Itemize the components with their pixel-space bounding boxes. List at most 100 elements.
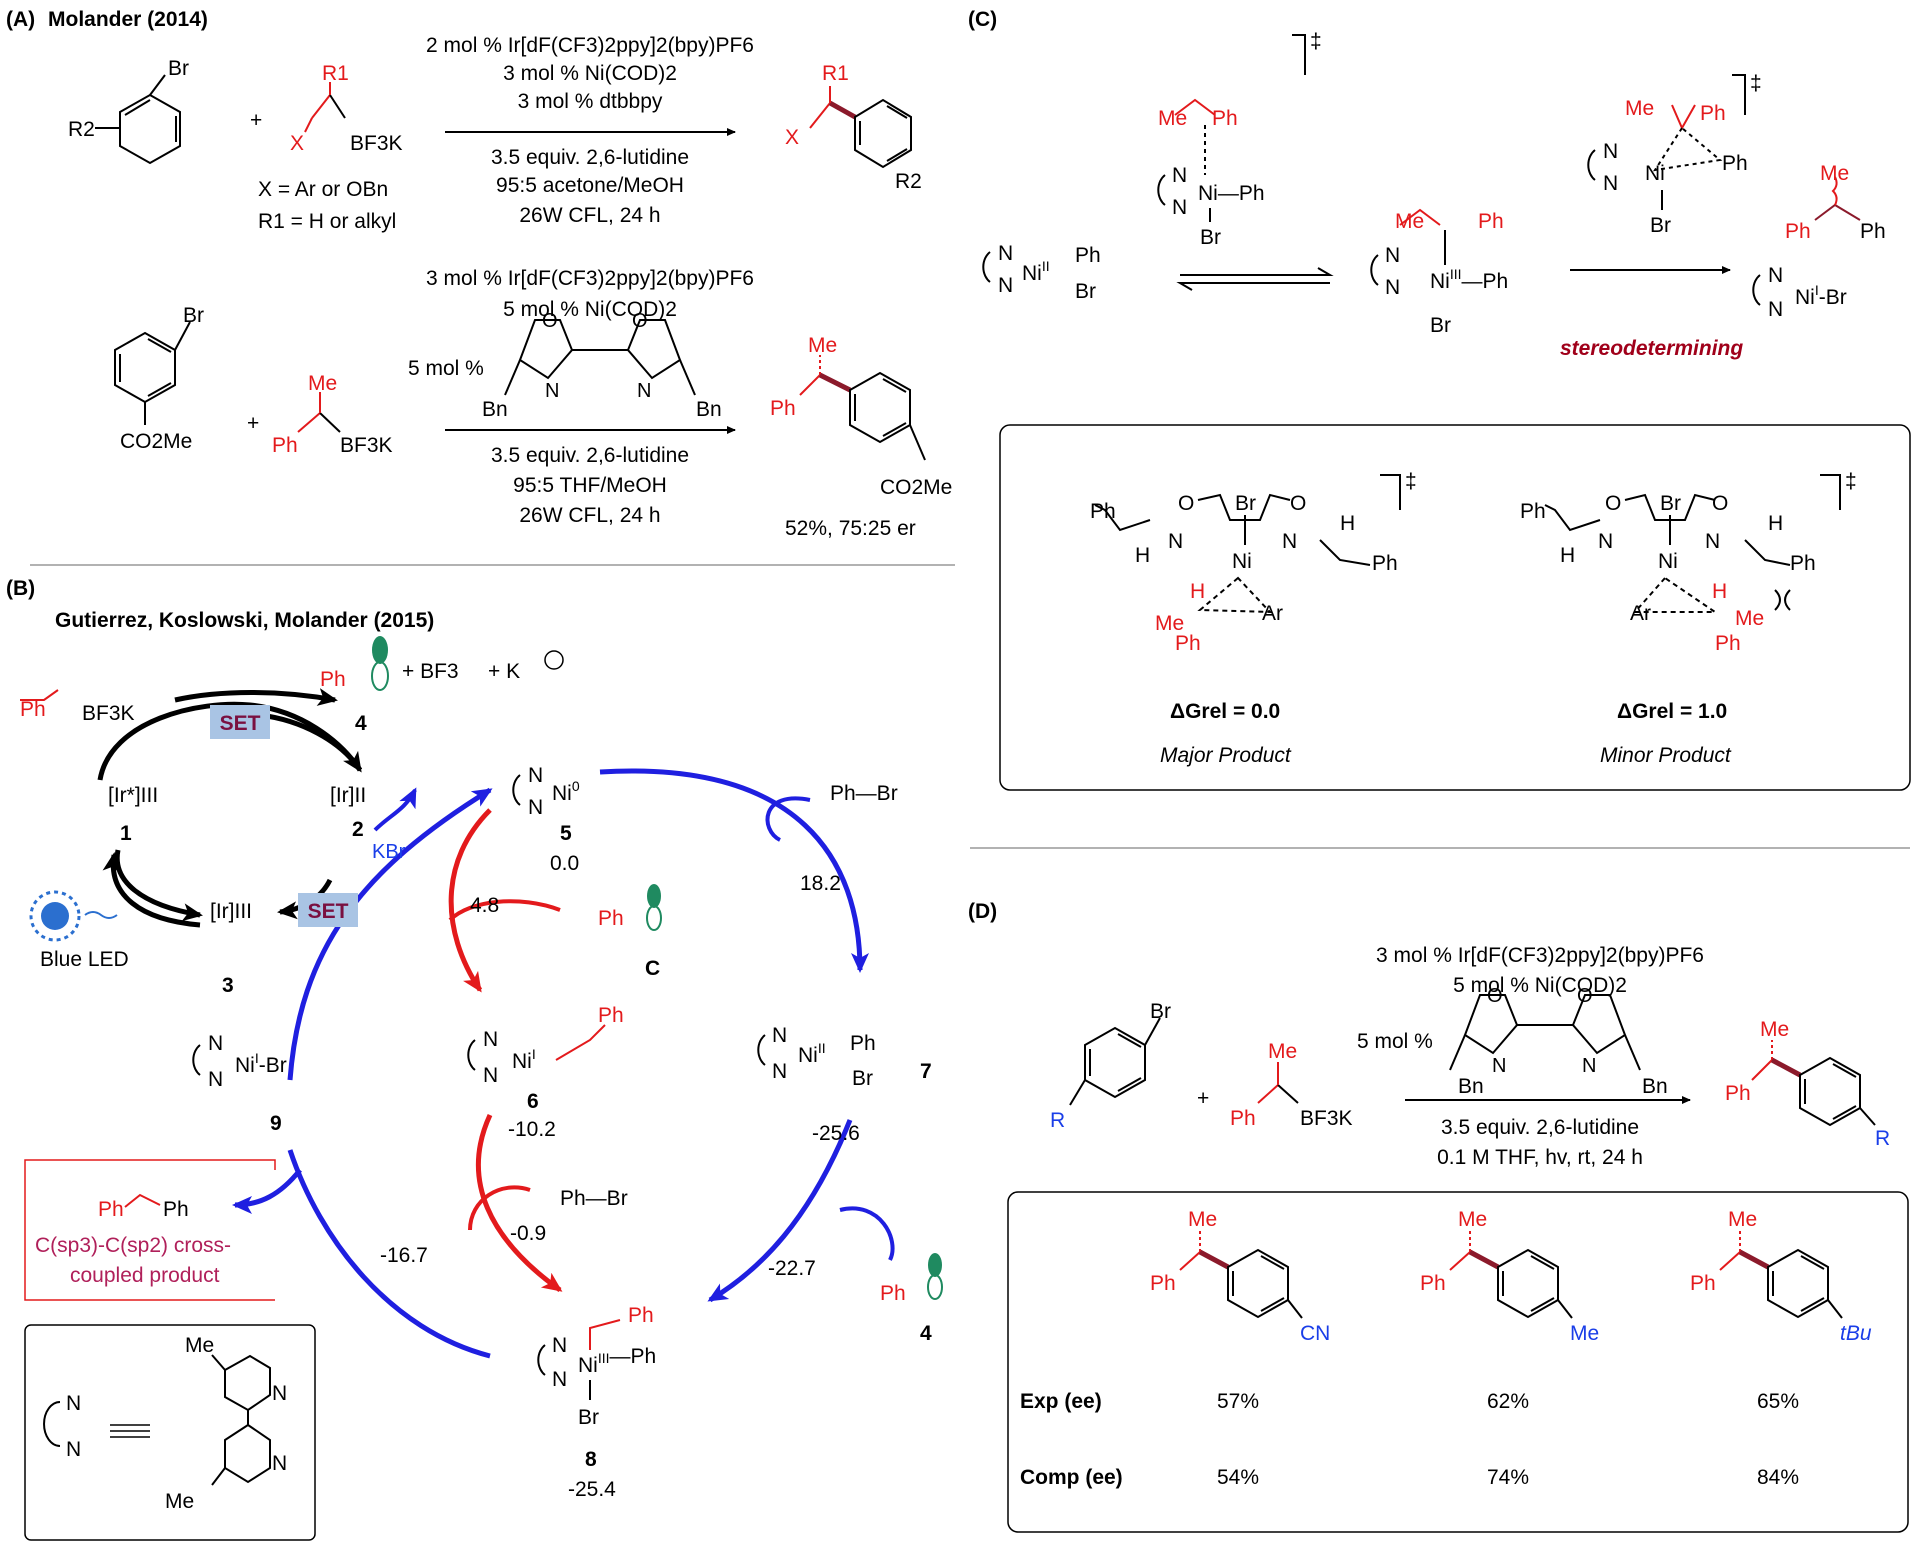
minor-o2: O [1712, 492, 1728, 515]
equilibrium-back [1176, 282, 1330, 291]
set-box-1 [210, 705, 270, 739]
radical-orbital-icon [372, 636, 388, 664]
phenethyl-trifluoroborate-structure [297, 392, 341, 433]
a2-lig-bn2: Bn [696, 398, 722, 421]
ni0-label: Ni0 [552, 778, 580, 805]
a1-r1: R1 [322, 62, 349, 85]
ts2-ni: Ni [1645, 162, 1665, 185]
d-aryl-bromide-structure [1069, 1017, 1161, 1106]
ee-substrate-3: Me Ph tBu [1690, 1208, 1872, 1345]
ts2-ligand-arc [1587, 149, 1596, 181]
major-o1: O [1178, 492, 1194, 515]
excite-arrow-down [114, 849, 203, 922]
minor-o1: O [1605, 492, 1621, 515]
ts1-br: Br [1200, 226, 1221, 249]
n9: 9 [270, 1112, 282, 1135]
bf3-text: + BF3 [402, 660, 459, 683]
c-prod-ph2: Ph [1860, 220, 1886, 243]
d-ph: Ph [1230, 1107, 1256, 1130]
ni7-br: Br [852, 1067, 873, 1090]
b-bf3k: BF3K [82, 702, 135, 725]
bulb-icon [41, 902, 69, 930]
c-ni2-ligand-arc [982, 251, 991, 283]
minor-dg: ΔGrel = 1.0 [1617, 700, 1727, 723]
minor-label: Minor Product [1600, 744, 1732, 767]
major-dg: ΔGrel = 0.0 [1170, 700, 1280, 723]
a1-x: X [290, 132, 304, 155]
major-ph2: Ph [1372, 552, 1398, 575]
c-ni1-n2: N [1768, 298, 1783, 321]
d-cond-1: 3 mol % Ir[dF(CF3)2ppy]2(bpy)PF6 [1376, 944, 1704, 967]
e6: -10.2 [508, 1118, 556, 1141]
ni7-n1: N [772, 1024, 787, 1047]
minor-n1: N [1598, 530, 1613, 553]
ee2-me: Me [1458, 1208, 1487, 1231]
major-ph: Ph [1090, 500, 1116, 523]
a1-prod-r1: R1 [822, 62, 849, 85]
d-prod-r: R [1875, 1127, 1890, 1150]
a2-ph: Ph [272, 434, 298, 457]
legend-n2: N [66, 1438, 81, 1461]
a1-cond-6: 26W CFL, 24 h [519, 204, 660, 227]
ni6-n2: N [483, 1064, 498, 1087]
minor-h1: H [1560, 544, 1575, 567]
ir-ii: [Ir]II [330, 784, 366, 807]
nc: C [645, 957, 660, 980]
ni0-n1: N [528, 764, 543, 787]
c-ni3-ph: Ph [1478, 210, 1504, 233]
radical-4-ph: Ph [880, 1282, 906, 1305]
ts2-n2: N [1603, 172, 1618, 195]
ee-substrate-2: Me Ph Me [1420, 1208, 1599, 1345]
c-ni3-br: Br [1430, 314, 1451, 337]
a1-cond-1: 2 mol % Ir[dF(CF3)2ppy]2(bpy)PF6 [426, 34, 754, 57]
c-prod-me: Me [1820, 162, 1849, 185]
a2-me: Me [308, 372, 337, 395]
phbr-entry-arrow [765, 796, 811, 842]
major-ph3: Ph [1175, 632, 1201, 655]
product-benzyl-bond [124, 1193, 161, 1208]
minor-me: Me [1735, 607, 1764, 630]
ts1-me: Me [1158, 107, 1187, 130]
d-lig-bn1: Bn [1458, 1075, 1484, 1098]
radical-entry-red [448, 899, 561, 922]
light-wave-icon [84, 911, 118, 919]
c-ni2-label: NiII [1022, 258, 1050, 285]
d-cond-2: 5 mol % Ni(COD)2 [1453, 974, 1627, 997]
d-trifluoroborate-structure [1257, 1062, 1299, 1104]
bpy-n1: N [272, 1382, 287, 1405]
ni7-ph: Ph [850, 1032, 876, 1055]
oxidative-addition-arrow [599, 768, 869, 973]
exp-ee-2: 62% [1487, 1390, 1529, 1413]
major-h2: H [1340, 512, 1355, 535]
ts1-dagger: ‡ [1310, 30, 1322, 53]
ts1-n1: N [1172, 164, 1187, 187]
a1-r2: R2 [68, 118, 95, 141]
box-ligand-a-structure [504, 319, 696, 396]
a2-cond-1: 3 mol % Ir[dF(CF3)2ppy]2(bpy)PF6 [426, 267, 754, 290]
major-h3: H [1190, 580, 1205, 603]
ts1-alkyl-bonds [1174, 98, 1216, 116]
ni8-n1: N [552, 1334, 567, 1357]
a2-plus: + [247, 412, 259, 435]
a2-prod-me: Me [808, 334, 837, 357]
d-box-ligand-structure [1449, 994, 1641, 1071]
barrier-m16-7: -16.7 [380, 1244, 428, 1267]
a2-cond-4: 3.5 equiv. 2,6-lutidine [491, 444, 689, 467]
exp-ee-3: 65% [1757, 1390, 1799, 1413]
ni6-n1: N [483, 1028, 498, 1051]
ee-substrate-1: Me Ph CN [1150, 1208, 1330, 1345]
major-n2: N [1282, 530, 1297, 553]
d-prod-ph: Ph [1725, 1082, 1751, 1105]
d-cond-3: 5 mol % [1357, 1030, 1433, 1053]
n8: 8 [585, 1448, 597, 1471]
d-lig-o2: O [1577, 985, 1593, 1007]
n7: 7 [920, 1060, 932, 1083]
a1-bf3k: BF3K [350, 132, 403, 155]
a1-cond-5: 95:5 acetone/MeOH [496, 174, 684, 197]
ee3-ph: Ph [1690, 1272, 1716, 1295]
e7: -25.6 [812, 1122, 860, 1145]
e5: 0.0 [550, 852, 579, 875]
ni6-label: NiI [512, 1046, 536, 1073]
product-box [24, 1159, 276, 1301]
exp-ee-1: 57% [1217, 1390, 1259, 1413]
